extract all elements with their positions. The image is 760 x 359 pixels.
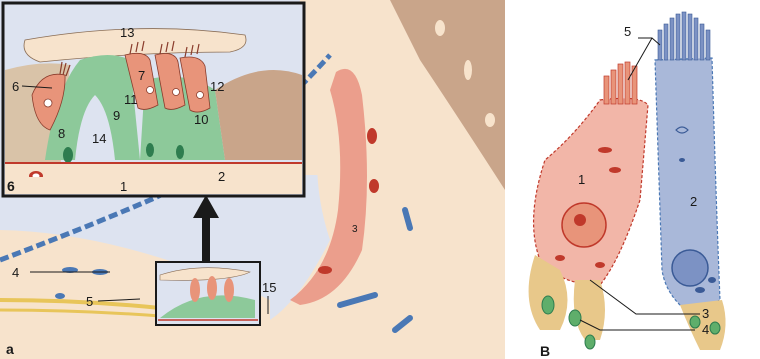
support-nucleus (63, 147, 73, 163)
stereocilium (688, 14, 692, 60)
mitochondrion (555, 255, 565, 261)
support-nucleus (146, 143, 154, 157)
bone-hole (435, 20, 445, 36)
limbus-cell (55, 293, 65, 299)
outer-hair-cell-nucleus (672, 250, 708, 286)
label-2b: 2 (690, 194, 697, 209)
hair-cell-small (224, 278, 234, 302)
mitochondrion (708, 277, 716, 283)
tympanic-layer (5, 177, 302, 194)
inner-hair-cell-body (534, 98, 648, 285)
stereocilium (625, 62, 630, 104)
support-nucleus (176, 145, 184, 159)
label-5a: 5 (86, 294, 93, 309)
inset-organ-of-corti (3, 3, 304, 196)
basilar-membrane-base (5, 163, 302, 177)
label-15: 15 (262, 280, 276, 295)
label-3a: 3 (352, 224, 358, 235)
stria-vessel (318, 266, 332, 274)
stereocilium (618, 64, 623, 104)
efferent-nerve-ending (569, 310, 581, 326)
stereocilium (664, 24, 668, 60)
efferent-nerve-ending (710, 322, 720, 334)
panel-b-label: B (540, 343, 550, 359)
inset-panel-label: 6 (7, 178, 15, 194)
label-14: 14 (92, 131, 106, 146)
label-7: 7 (138, 68, 145, 83)
zoom-arrow-shaft (202, 215, 210, 263)
stereocilium (706, 30, 710, 60)
hair-cell-nucleus (197, 92, 204, 99)
bone-hole (485, 113, 495, 127)
stria-vessel (369, 179, 379, 193)
hair-cell-nucleus (173, 89, 180, 96)
afferent-nerve-ending (574, 280, 605, 340)
hair-cell-nucleus (147, 87, 154, 94)
mitochondrion (609, 167, 621, 173)
stereocilium (682, 12, 686, 60)
label-8: 8 (58, 126, 65, 141)
label-1b: 1 (578, 172, 585, 187)
hair-cell-small (190, 278, 200, 302)
stereocilium (604, 76, 609, 104)
label-1: 1 (120, 179, 127, 194)
efferent-nerve-ending (542, 296, 554, 314)
bone-hole (464, 60, 472, 80)
nucleolus (574, 214, 586, 226)
inner-hair-cell-nucleus (562, 203, 606, 247)
label-9: 9 (113, 108, 120, 123)
stereocilium (611, 70, 616, 104)
stria-vessel (367, 128, 377, 144)
hair-cell-small (207, 276, 217, 300)
mitochondrion (598, 147, 612, 153)
label-6: 6 (12, 79, 19, 94)
label-12: 12 (210, 79, 224, 94)
label-4b: 4 (702, 322, 709, 337)
label-13: 13 (120, 25, 134, 40)
label-11: 11 (124, 92, 138, 107)
label-4a: 4 (12, 265, 19, 280)
stereocilium (700, 24, 704, 60)
label-10: 10 (194, 112, 208, 127)
stereocilium (670, 18, 674, 60)
organelle (679, 158, 685, 162)
mitochondrion (695, 287, 705, 293)
efferent-nerve-ending (690, 316, 700, 328)
label-2: 2 (218, 169, 225, 184)
label-3b: 3 (702, 306, 709, 321)
stereocilium (694, 18, 698, 60)
panel-b-hair-cells (529, 12, 726, 350)
efferent-nerve-ending (585, 335, 595, 349)
hair-cell-nucleus (44, 99, 52, 107)
label-5b: 5 (624, 24, 631, 39)
panel-a-label: a (6, 341, 14, 357)
stereocilium (676, 14, 680, 60)
hensen-cells (215, 70, 302, 160)
mitochondrion (595, 262, 605, 268)
